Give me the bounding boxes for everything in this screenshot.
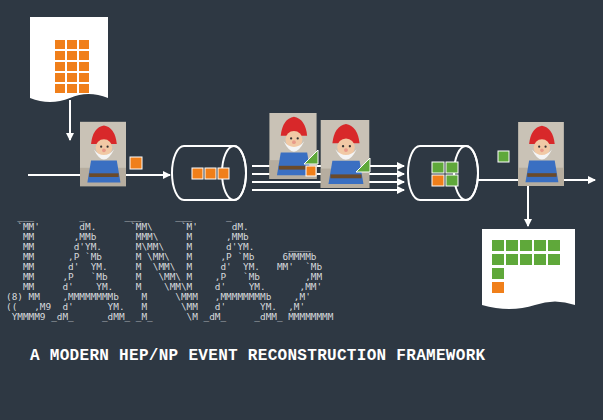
logo-line: ___ _ ___ ___ _ [6,212,232,222]
logo-line: YMMMM9 _dM_ _dMM_ _M_ \M _dM_ _dMM_ MMMM… [6,312,333,322]
source-arrow [69,100,71,140]
logo-line: (8) MM ,MMMMMMMMb M \MMM ,MMMMMMMMb ,M' [6,292,311,302]
logo-line: MM ,P `Mb M \MM\ M ,P `Mb ,MM [6,272,322,282]
logo-line: (( ,M9 d' YM. M \MM d' YM. ,M' [6,302,305,312]
logo-line: MM d' YM. M \MM\ M d' YM. MM' `Mb [6,262,322,272]
tagline: A MODERN HEP/NP EVENT RECONSTRUCTION FRA… [30,347,485,365]
event-queue [172,146,246,200]
logo-line: MM d'YM. M\MM\ M d'YM. ____ [6,242,311,252]
logo-line: MM ,MMb MMM\ M ,MMb [6,232,249,242]
worker-gnome [269,113,316,179]
writer-gnome [518,122,564,186]
logo-line: MM d' YM. M \MM\M d' YM. ,MM' [6,282,322,292]
output-arrow [527,186,529,226]
worker-gnome [321,120,370,188]
output-document [482,229,575,309]
input-document [30,17,108,102]
event-square [130,157,142,169]
output-queue [408,146,478,200]
logo-line: `MM' dM. `MM\ `M' dM. [6,222,249,232]
logo-line: MM ,P `Mb M \MM\ M ,P `Mb 6MMMMb [6,252,316,262]
source-gnome [80,122,126,186]
